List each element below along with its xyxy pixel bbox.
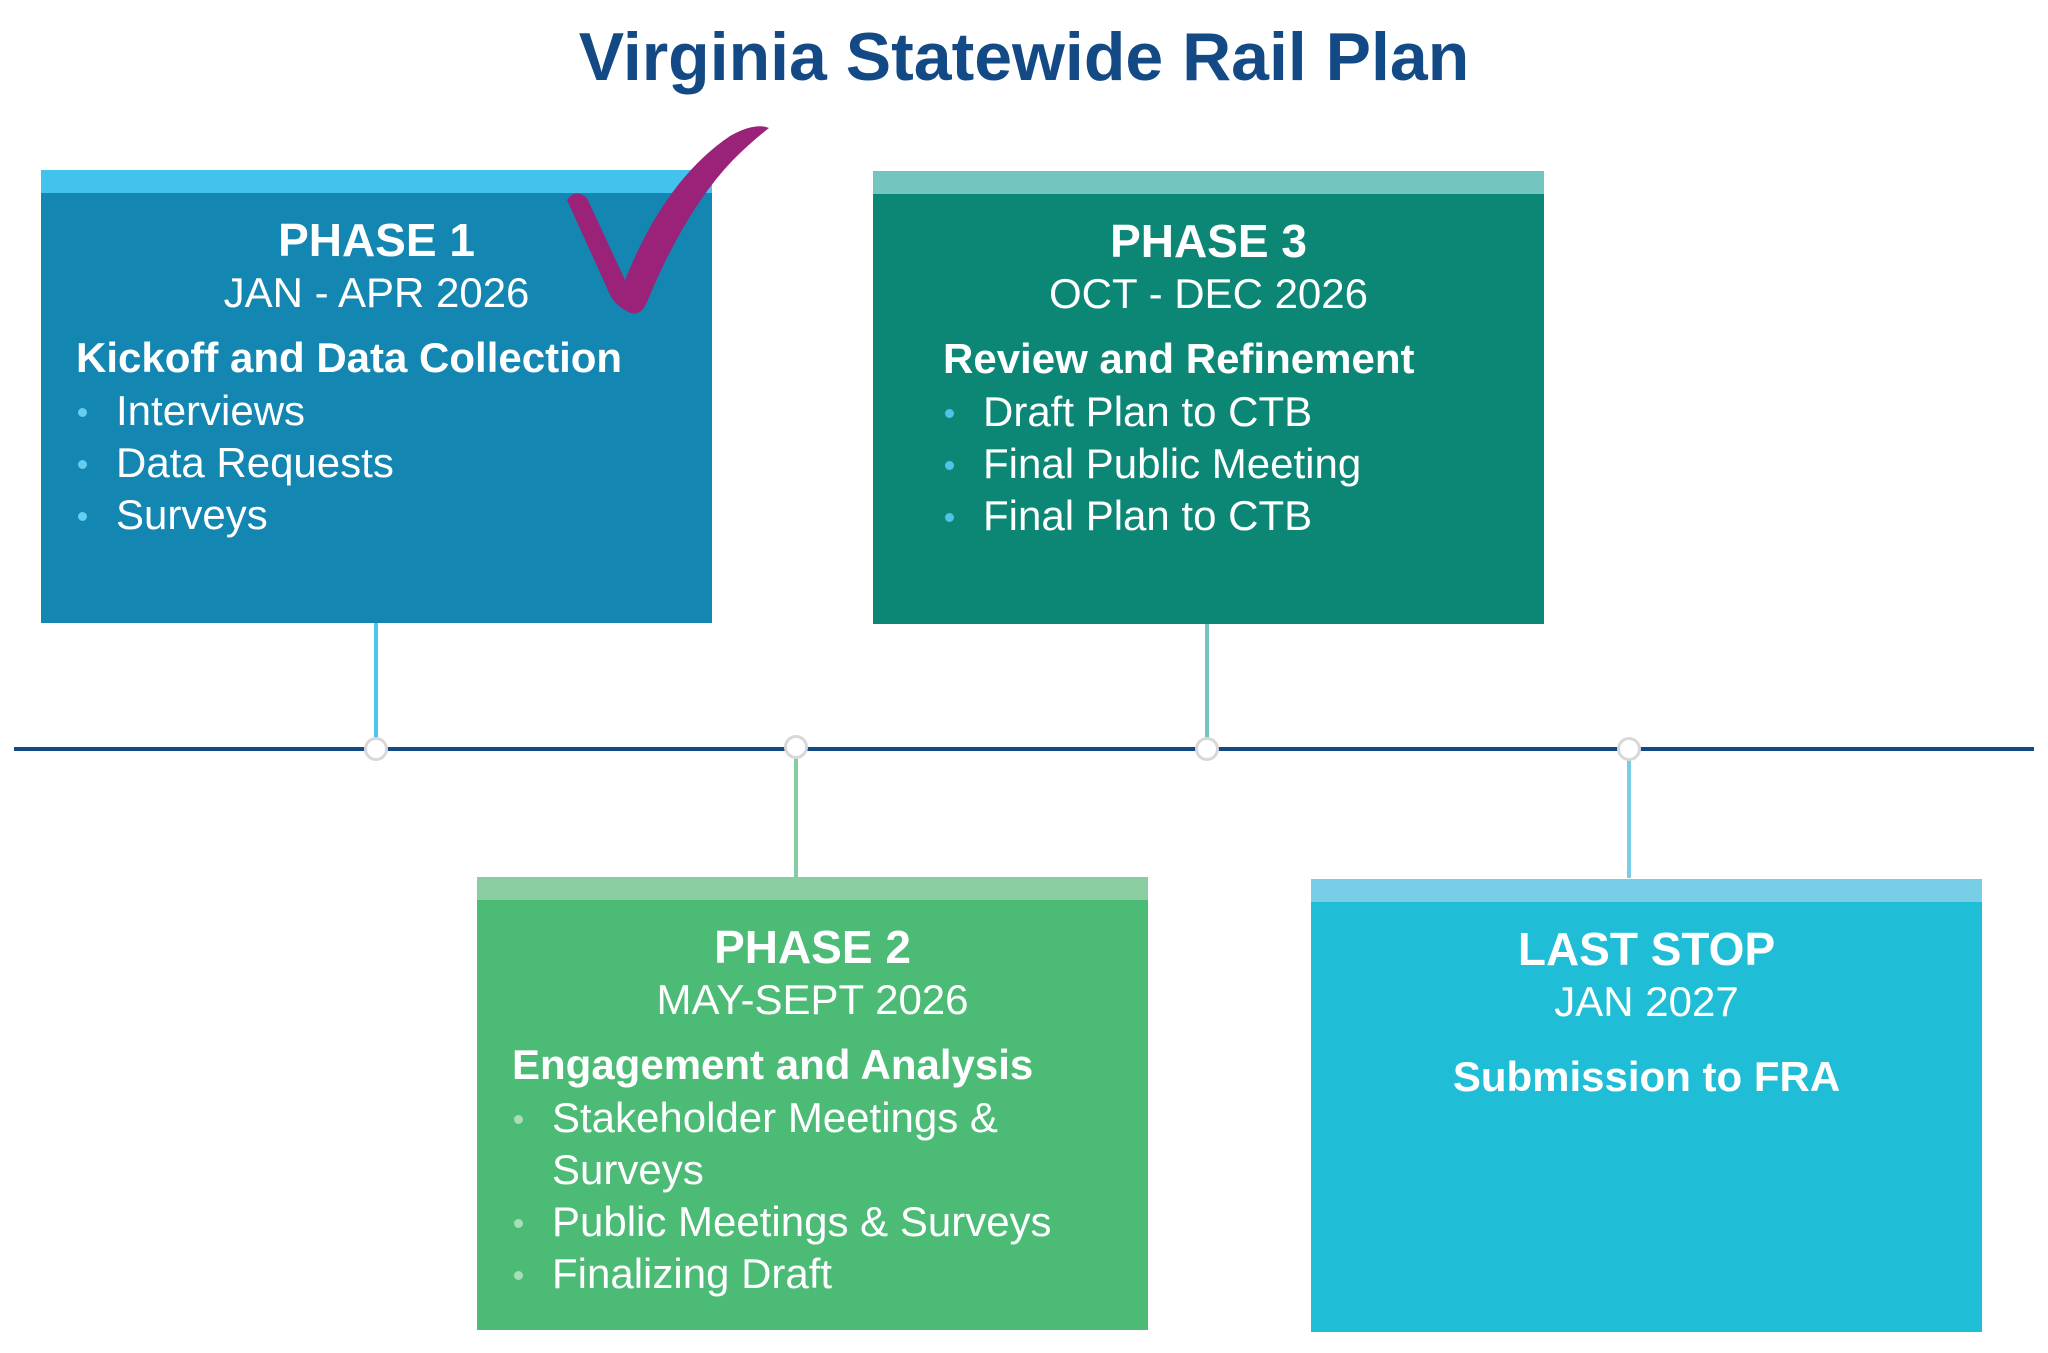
phase-1-label: PHASE 1 bbox=[278, 214, 475, 266]
phase-1-connector bbox=[374, 622, 378, 748]
phase-3-card: PHASE 3 OCT - DEC 2026 Review and Refine… bbox=[873, 171, 1544, 624]
bullet-icon bbox=[945, 461, 954, 470]
last-stop-dates: JAN 2027 bbox=[1554, 978, 1739, 1025]
diagram-title: Virginia Statewide Rail Plan bbox=[578, 19, 1470, 95]
task-item: Surveys bbox=[76, 489, 712, 541]
task-item: Final Public Meeting bbox=[943, 438, 1544, 490]
bullet-icon bbox=[78, 512, 87, 521]
phase-2-subtitle: Engagement and Analysis bbox=[512, 1041, 1034, 1088]
task-label: Draft Plan to CTB bbox=[983, 388, 1313, 435]
phase-3-connector bbox=[1205, 623, 1209, 748]
last-stop-subtitle: Submission to FRA bbox=[1452, 1053, 1841, 1100]
bullet-icon bbox=[514, 1115, 523, 1124]
task-label: Interviews bbox=[116, 387, 306, 434]
bullet-icon bbox=[945, 409, 954, 418]
phase-1-subtitle: Kickoff and Data Collection bbox=[76, 334, 623, 381]
timeline-node-last-stop bbox=[1617, 737, 1641, 761]
bullet-icon bbox=[514, 1271, 523, 1280]
last-stop-band bbox=[1311, 879, 1982, 902]
phase-1-band bbox=[41, 170, 712, 193]
task-item: Stakeholder Meetings & Surveys bbox=[512, 1092, 1148, 1196]
task-item: Final Plan to CTB bbox=[943, 490, 1544, 542]
task-item: Interviews bbox=[76, 385, 712, 437]
task-label: Final Public Meeting bbox=[983, 440, 1362, 487]
phase-2-label: PHASE 2 bbox=[714, 921, 911, 973]
checkmark-icon bbox=[567, 126, 769, 314]
timeline-node-phase-1 bbox=[364, 737, 388, 761]
last-stop-connector bbox=[1627, 750, 1631, 878]
task-item: Public Meetings & Surveys bbox=[512, 1196, 1148, 1248]
phase-2-card: PHASE 2 MAY-SEPT 2026 Engagement and Ana… bbox=[477, 877, 1148, 1330]
timeline-line bbox=[14, 747, 2034, 751]
task-item: Draft Plan to CTB bbox=[943, 386, 1544, 438]
bullet-icon bbox=[78, 408, 87, 417]
last-stop-card: LAST STOP JAN 2027 Submission to FRA bbox=[1311, 879, 1982, 1332]
bullet-icon bbox=[514, 1219, 523, 1228]
timeline-node-phase-2 bbox=[784, 735, 808, 759]
phase-3-dates: OCT - DEC 2026 bbox=[1049, 270, 1368, 317]
task-label: Stakeholder Meetings & Surveys bbox=[552, 1094, 998, 1193]
bullet-icon bbox=[945, 513, 954, 522]
task-item: Data Requests bbox=[76, 437, 712, 489]
phase-2-dates: MAY-SEPT 2026 bbox=[656, 976, 969, 1023]
timeline-node-phase-3 bbox=[1195, 737, 1219, 761]
phase-3-subtitle: Review and Refinement bbox=[943, 335, 1415, 382]
phase-1-task-list: Interviews Data Requests Surveys bbox=[76, 385, 712, 541]
phase-3-label: PHASE 3 bbox=[1110, 215, 1307, 267]
last-stop-label: LAST STOP bbox=[1517, 923, 1776, 975]
task-label: Finalizing Draft bbox=[552, 1250, 833, 1297]
task-item: Finalizing Draft bbox=[512, 1248, 1148, 1300]
bullet-icon bbox=[78, 460, 87, 469]
phase-3-task-list: Draft Plan to CTB Final Public Meeting F… bbox=[943, 386, 1544, 542]
task-label: Data Requests bbox=[116, 439, 394, 486]
phase-2-task-list: Stakeholder Meetings & Surveys Public Me… bbox=[512, 1092, 1148, 1300]
task-label: Surveys bbox=[116, 491, 268, 538]
task-label: Final Plan to CTB bbox=[983, 492, 1313, 539]
task-label: Public Meetings & Surveys bbox=[552, 1198, 1052, 1245]
phase-2-band bbox=[477, 877, 1148, 900]
phase-3-band bbox=[873, 171, 1544, 194]
phase-1-dates: JAN - APR 2026 bbox=[223, 269, 530, 316]
phase-2-connector bbox=[794, 750, 798, 878]
